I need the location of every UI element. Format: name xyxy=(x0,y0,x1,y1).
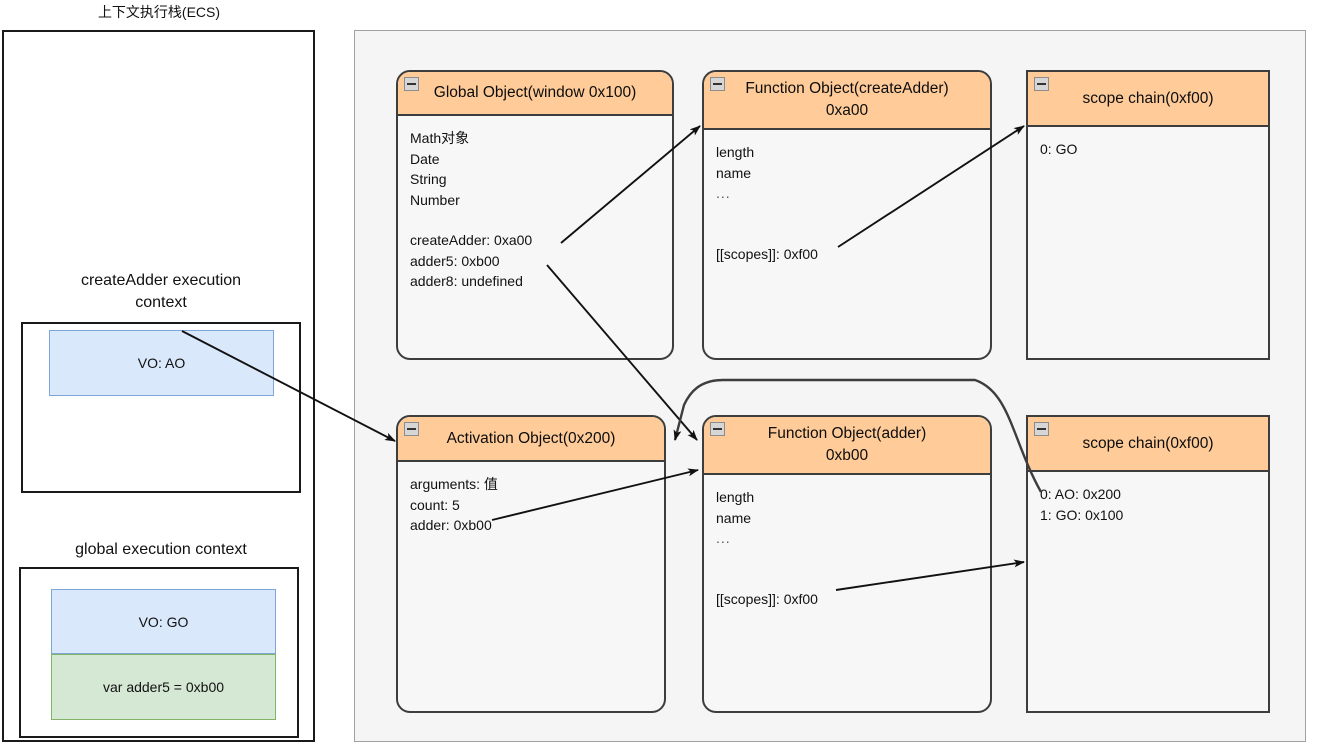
card-scope-chain-bottom[interactable]: scope chain(0xf00) 0: AO: 0x200 1: GO: 0… xyxy=(1026,415,1270,713)
row-number: Number xyxy=(410,191,460,208)
card-global-object-header: Global Object(window 0x100) xyxy=(398,72,672,116)
card-function-object-createadder-header: Function Object(createAdder) 0xa00 xyxy=(704,72,990,130)
title-line2: 0xa00 xyxy=(825,102,869,119)
row-scope-0: 0: AO: 0x200 xyxy=(1040,486,1121,502)
global-var-adder5-slot: var adder5 = 0xb00 xyxy=(51,654,276,720)
card-function-object-adder-body: length name ... [[scopes]]: 0xf00 xyxy=(704,475,990,617)
card-function-object-adder-header: Function Object(adder) 0xb00 xyxy=(704,417,990,475)
row-spacer-2 xyxy=(716,224,980,244)
minus-icon[interactable] xyxy=(1034,77,1049,91)
row-length: length xyxy=(716,489,755,505)
ecs-title: 上下文执行栈(ECS) xyxy=(97,4,221,20)
row-scopes: [[scopes]]: 0xf00 xyxy=(716,245,818,262)
minus-icon[interactable] xyxy=(710,422,725,436)
createadder-context-label: createAdder execution context xyxy=(16,270,306,314)
row-scopes: [[scopes]]: 0xf00 xyxy=(716,590,818,607)
row-scope-1: 1: GO: 0x100 xyxy=(1040,506,1124,523)
row-spacer xyxy=(716,549,980,569)
row-spacer xyxy=(410,210,662,230)
card-activation-object[interactable]: Activation Object(0x200) arguments: 值 co… xyxy=(396,415,666,713)
row-arguments: arguments: 值 xyxy=(410,476,498,492)
row-name: name xyxy=(716,164,752,181)
card-scope-chain-top[interactable]: scope chain(0xf00) 0: GO xyxy=(1026,70,1270,360)
card-scope-chain-top-title: scope chain(0xf00) xyxy=(1082,89,1214,107)
global-context-label: global execution context xyxy=(75,541,247,558)
card-global-object[interactable]: Global Object(window 0x100) Math对象 Date … xyxy=(396,70,674,360)
card-scope-chain-top-header: scope chain(0xf00) xyxy=(1028,72,1268,127)
card-scope-chain-top-body: 0: GO xyxy=(1028,127,1268,168)
minus-icon[interactable] xyxy=(1034,422,1049,436)
row-math: Math对象 xyxy=(410,130,470,146)
card-global-object-title: Global Object(window 0x100) xyxy=(433,84,637,101)
card-activation-object-header: Activation Object(0x200) xyxy=(398,417,664,462)
global-vo-slot: VO: GO xyxy=(51,589,276,654)
createadder-context-label-line2: context xyxy=(135,294,187,311)
card-global-object-body: Math对象 Date String Number createAdder: 0… xyxy=(398,116,672,300)
row-name: name xyxy=(716,509,752,526)
row-spacer xyxy=(716,204,980,224)
card-function-object-adder[interactable]: Function Object(adder) 0xb00 length name… xyxy=(702,415,992,713)
createadder-vo-slot: VO: AO xyxy=(49,330,274,396)
row-ellipsis: ... xyxy=(716,185,731,201)
title-line2: 0xb00 xyxy=(825,447,869,464)
row-spacer-2 xyxy=(716,569,980,589)
ecs-stack-panel: createAdder execution context VO: AO glo… xyxy=(2,30,315,742)
card-scope-chain-bottom-header: scope chain(0xf00) xyxy=(1028,417,1268,472)
row-count: count: 5 xyxy=(410,496,460,513)
card-function-object-createadder[interactable]: Function Object(createAdder) 0xa00 lengt… xyxy=(702,70,992,360)
card-activation-object-body: arguments: 值 count: 5 adder: 0xb00 xyxy=(398,462,664,544)
title-line1: Function Object(adder) xyxy=(767,425,927,442)
title-line1: Function Object(createAdder) xyxy=(745,80,949,97)
createadder-context-label-line1: createAdder execution xyxy=(80,272,242,289)
row-adder8: adder8: undefined xyxy=(410,273,523,289)
row-ellipsis: ... xyxy=(716,530,731,546)
row-scope-0: 0: GO xyxy=(1040,141,1078,157)
card-function-object-createadder-body: length name ... [[scopes]]: 0xf00 xyxy=(704,130,990,272)
card-scope-chain-bottom-body: 0: AO: 0x200 1: GO: 0x100 xyxy=(1028,472,1268,533)
row-adder5: adder5: 0xb00 xyxy=(410,252,500,269)
row-date: Date xyxy=(410,150,440,167)
row-length: length xyxy=(716,144,755,160)
row-adder: adder: 0xb00 xyxy=(410,517,492,533)
minus-icon[interactable] xyxy=(404,422,419,436)
card-scope-chain-bottom-title: scope chain(0xf00) xyxy=(1082,434,1214,452)
row-string: String xyxy=(410,171,447,187)
row-createadder: createAdder: 0xa00 xyxy=(410,232,533,248)
card-activation-object-title: Activation Object(0x200) xyxy=(446,429,616,447)
card-function-object-createadder-title: Function Object(createAdder) 0xa00 xyxy=(745,78,948,122)
minus-icon[interactable] xyxy=(404,77,419,91)
minus-icon[interactable] xyxy=(710,77,725,91)
card-function-object-adder-title: Function Object(adder) 0xb00 xyxy=(768,423,927,467)
